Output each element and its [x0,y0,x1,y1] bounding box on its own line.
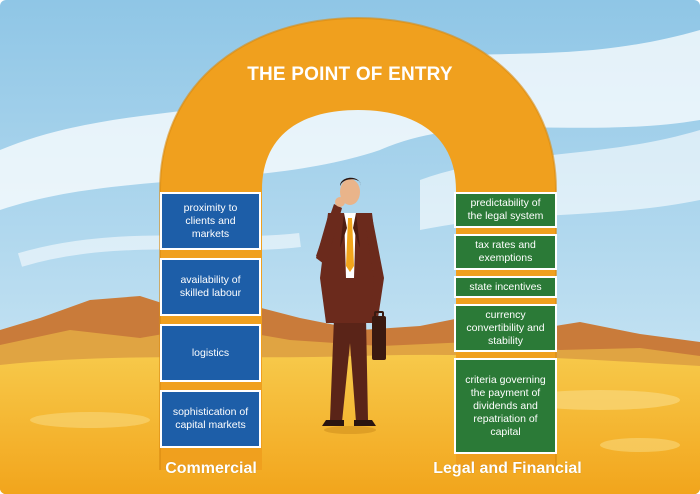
commercial-item: availability of skilled labour [160,258,261,316]
legal-financial-label: Legal and Financial [433,460,582,477]
legal-financial-item: currency convertibility and stability [454,304,557,352]
legal-financial-item: criteria governing the payment of divide… [454,358,557,454]
legal-financial-item: predictability of the legal system [454,192,557,228]
diagram-title: THE POINT OF ENTRY [247,64,453,85]
commercial-label: Commercial [165,460,257,477]
commercial-item: logistics [160,324,261,382]
legal-financial-column: predictability of the legal system tax r… [454,192,557,460]
commercial-item: proximity to clients and markets [160,192,261,250]
commercial-column: proximity to clients and markets availab… [160,192,261,456]
commercial-item: sophistication of capital markets [160,390,261,448]
businessman-figure [316,177,386,434]
legal-financial-item: tax rates and exemptions [454,234,557,270]
legal-financial-item: state incentives [454,276,557,298]
